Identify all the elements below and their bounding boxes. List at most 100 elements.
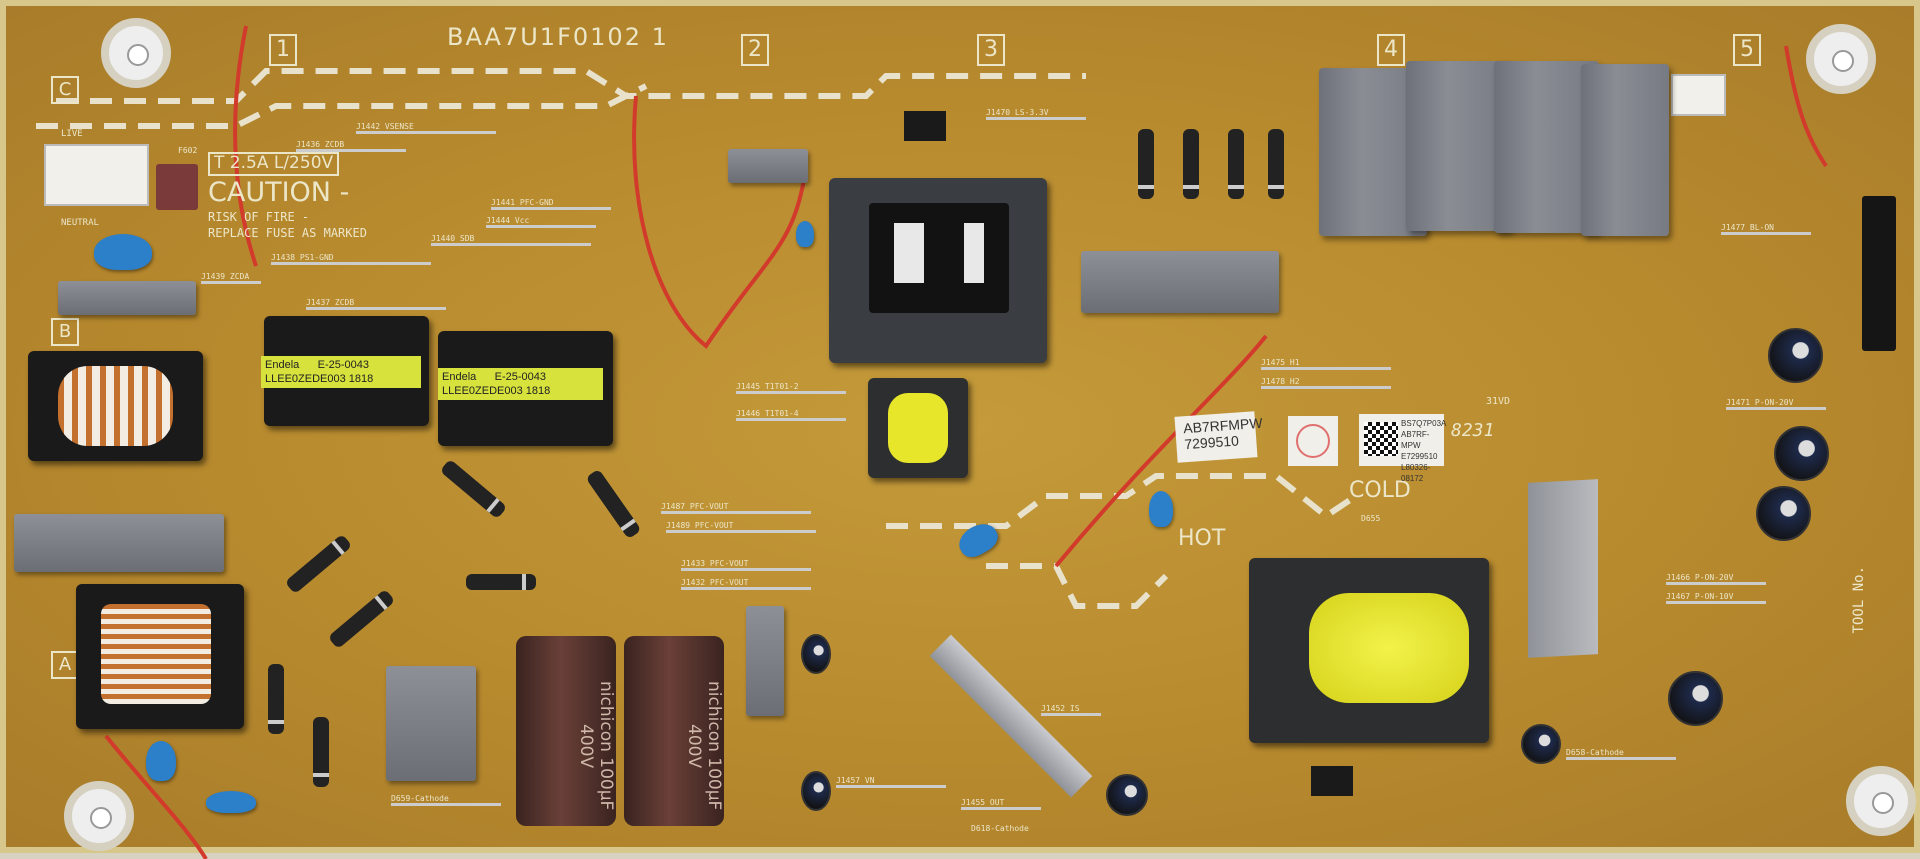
bulk-capacitor-2: nichicon 100µF 400V: [624, 636, 724, 826]
caution-title: CAUTION -: [208, 177, 350, 208]
diode: [1228, 129, 1244, 199]
qr-sticker: BS7Q7P03A AB7RF-MPW E7299510 L80326-0817…: [1359, 414, 1447, 483]
y-capacitor: [796, 221, 814, 247]
film-capacitor: [58, 281, 196, 315]
silk-label: J1440 SDB: [431, 234, 591, 247]
film-capacitor: [728, 149, 808, 183]
silk-label: J1444 Vcc: [486, 216, 596, 229]
inspection-stamp: [1288, 416, 1338, 466]
silk-label: J1436 ZCDB: [296, 140, 406, 153]
marker-line-left: [233, 25, 258, 267]
diode: [1138, 129, 1154, 199]
isolation-line-mid: [36, 83, 648, 129]
board-part-number: BAA7U1F0102 1: [447, 23, 669, 51]
standby-transformer: [1249, 558, 1489, 743]
isolation-line-hot-cold: [886, 473, 1358, 529]
optocoupler-ic: [1311, 766, 1353, 796]
silk-label: J1457 VN: [836, 776, 946, 789]
silk-label: J1455 OUT: [961, 798, 1041, 811]
silk-label: J1489 PFC-VOUT: [666, 521, 816, 534]
heatsink: [1528, 479, 1598, 658]
main-transformer: [829, 178, 1047, 363]
section-marker-1: 1: [269, 34, 297, 66]
date-code: 8231: [1451, 420, 1495, 441]
board-to-board-connector: [1862, 196, 1896, 351]
mounting-hole: [1846, 766, 1916, 836]
section-marker-5: 5: [1733, 34, 1761, 66]
electrolytic-capacitor: [1774, 426, 1829, 481]
silk-label: J1487 PFC-VOUT: [661, 502, 811, 515]
mounting-hole: [1806, 24, 1876, 94]
electrolytic-capacitor: [1106, 774, 1148, 816]
qr-line-2: AB7RF-MPW: [1401, 430, 1430, 450]
qr-line-4: L80326-08172: [1401, 463, 1431, 483]
electrolytic-capacitor: [1668, 671, 1723, 726]
fuse: [156, 164, 198, 210]
model-sticker: AB7RFMPW 7299510: [1174, 411, 1263, 463]
diode: [466, 574, 536, 590]
row-marker-a: A: [51, 651, 79, 679]
silk-label: J1477 BL-ON: [1721, 223, 1811, 236]
x-capacitor: [14, 514, 224, 572]
common-mode-choke: [28, 351, 203, 461]
qr-line-3: E7299510: [1401, 452, 1438, 461]
qr-code: [1364, 422, 1398, 456]
fuse-rating: T 2.5A L/250V: [208, 152, 340, 176]
electrolytic-capacitor: [801, 771, 831, 811]
film-capacitor: [1081, 251, 1279, 313]
electrolytic-capacitor: [1768, 328, 1823, 383]
x-capacitor: [1406, 61, 1511, 231]
neutral-label: NEUTRAL: [61, 218, 99, 228]
rating-mark: 31VD: [1486, 396, 1511, 407]
silk-label: J1439 ZCDA: [201, 272, 261, 285]
silk-label: J1452 IS: [1041, 704, 1101, 717]
diode: [313, 717, 329, 787]
silk-label: J1437 ZCDB: [306, 298, 446, 311]
bulk-capacitor-1: nichicon 100µF 400V: [516, 636, 616, 826]
silk-label: J1433 PFC-VOUT: [681, 559, 811, 572]
silk-label: J1445 T1T01-2: [736, 382, 846, 395]
y-capacitor: [1149, 491, 1173, 527]
x-capacitor: [1581, 64, 1669, 236]
silk-label: J1471 P-ON-20V: [1726, 398, 1826, 411]
mounting-hole: [64, 781, 134, 851]
inductor-label-1: Endela E-25-0043 LLEE0ZEDE003 1818: [261, 356, 421, 388]
sticker-serial: 7299510: [1183, 432, 1240, 453]
isolation-line-top: [56, 68, 1086, 104]
model: E-25-0043: [317, 359, 369, 371]
silk-label: J1466 P-ON-20V: [1666, 573, 1766, 586]
y-capacitor: [206, 791, 256, 813]
brand: Endela: [265, 359, 300, 371]
inductor-label-2: Endela E-25-0043 LLEE0ZEDE003 1818: [438, 368, 603, 400]
code: LLEE0ZEDE003 1818: [265, 373, 374, 385]
silk-label: D655: [1361, 514, 1381, 523]
silk-label: J1475 H1: [1261, 358, 1391, 371]
qr-line-1: BS7Q7P03A: [1401, 419, 1447, 428]
model: E-25-0043: [494, 371, 546, 383]
code: LLEE0ZEDE003 1818: [442, 385, 551, 397]
silk-label: J1432 PFC-VOUT: [681, 578, 811, 591]
silk-label: J1446 T1T01-4: [736, 409, 846, 422]
electrolytic-capacitor: [1756, 486, 1811, 541]
silk-label: J1441 PFC-GND: [491, 198, 611, 211]
electrolytic-capacitor: [1521, 724, 1561, 764]
diode: [1183, 129, 1199, 199]
y-capacitor: [146, 741, 176, 781]
ac-input-connector: [44, 144, 149, 206]
marker-line-right: [1784, 45, 1828, 168]
silk-label: J1467 P-ON-10V: [1666, 592, 1766, 605]
fuse-ref: F602: [178, 146, 198, 155]
diode: [1268, 129, 1284, 199]
cold-zone-label: COLD: [1349, 478, 1411, 503]
section-marker-4: 4: [1377, 34, 1405, 66]
live-label: LIVE: [61, 129, 83, 139]
silk-label: D659-Cathode: [391, 794, 501, 807]
common-mode-choke: [76, 584, 244, 729]
mounting-hole: [101, 18, 171, 88]
silk-label: J1478 H2: [1261, 377, 1391, 390]
output-connector: [1671, 74, 1726, 116]
silk-label: J1442 VSENSE: [356, 122, 496, 135]
tool-number-label: TOOL No.: [1851, 566, 1867, 634]
caution-line-1: RISK OF FIRE -: [208, 210, 310, 224]
